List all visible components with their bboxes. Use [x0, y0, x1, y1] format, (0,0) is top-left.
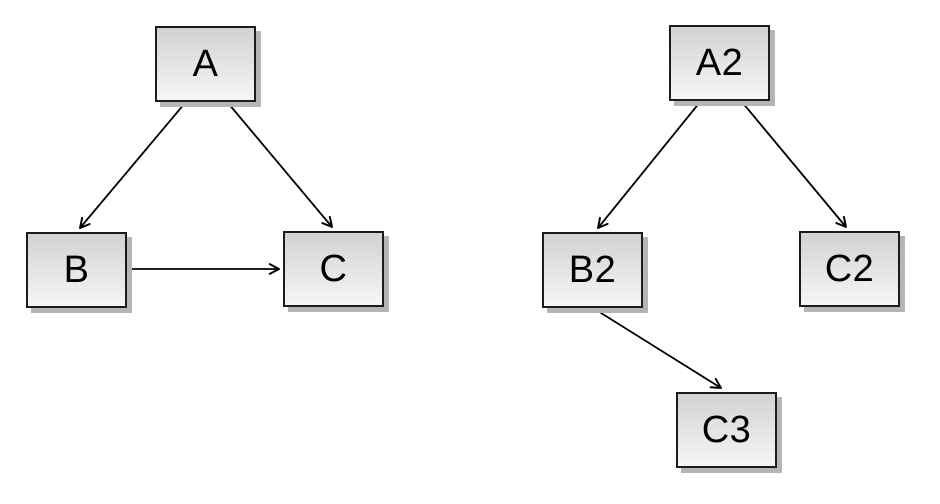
node-label-B: B — [63, 249, 90, 291]
node-B2: B2 — [542, 232, 643, 308]
node-C2: C2 — [799, 231, 900, 307]
node-C: C — [283, 231, 384, 307]
node-label-C: C — [319, 248, 348, 290]
node-label-B2: B2 — [568, 249, 617, 291]
node-C3: C3 — [676, 392, 777, 468]
node-label-A2: A2 — [695, 42, 744, 84]
node-label-C2: C2 — [824, 248, 875, 290]
node-label-C3: C3 — [701, 409, 752, 451]
node-A: A — [155, 26, 256, 102]
node-A2: A2 — [669, 25, 770, 101]
node-label-A: A — [192, 43, 219, 85]
node-B: B — [26, 232, 127, 308]
